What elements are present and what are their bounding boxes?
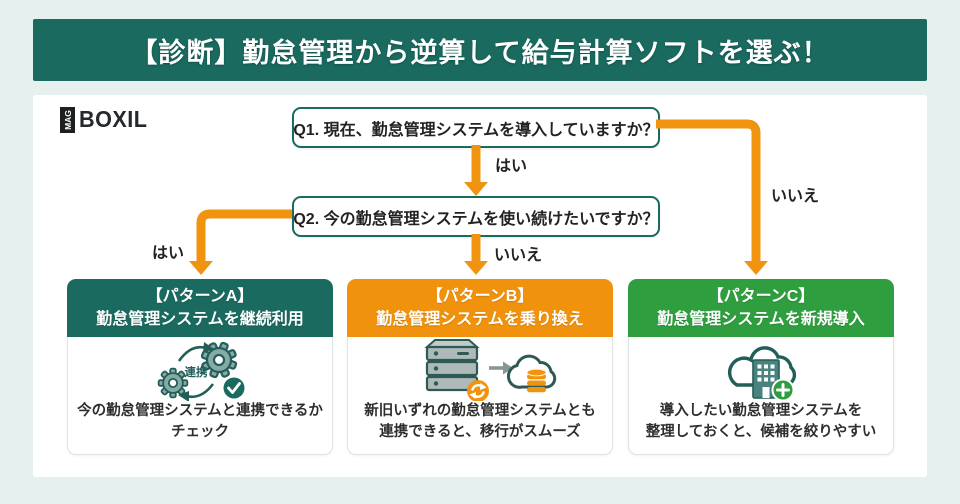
title-banner: 【診断】勤怠管理から逆算して給与計算ソフトを選ぶ！: [33, 19, 927, 81]
label-q2-no: いいえ: [494, 247, 543, 264]
pattern-a-card: 【パターンA】 勤怠管理システムを継続利用: [67, 279, 333, 455]
pattern-c-header: 【パターンC】 勤怠管理システムを新規導入: [628, 279, 894, 337]
pattern-c-card: 【パターンC】 勤怠管理システムを新規導入: [628, 279, 894, 455]
pattern-b-header: 【パターンB】 勤怠管理システムを乗り換え: [347, 279, 613, 337]
label-q1-yes: はい: [495, 158, 528, 175]
page-title: 【診断】勤怠管理から逆算して給与計算ソフトを選ぶ！: [130, 37, 830, 68]
mag-logo-icon: MAG: [60, 106, 75, 133]
server-to-cloud-icon: [401, 333, 559, 401]
pattern-a-subtitle: 勤怠管理システムを継続利用: [96, 310, 304, 328]
question-q1-text: Q1. 現在、勤怠管理システムを導入していますか？: [293, 121, 659, 139]
pattern-c-description: 導入したい勤怠管理システムを 整理しておくと、候補を絞りやすい: [645, 402, 877, 441]
question-box-q1: Q1. 現在、勤怠管理システムを導入していますか？: [292, 107, 660, 148]
label-q1-no: いいえ: [771, 188, 820, 205]
question-box-q2: Q2. 今の勤怠管理システムを使い続けたいですか？: [292, 196, 660, 237]
pattern-b-card: 【パターンB】 勤怠管理システムを乗り換え: [347, 279, 613, 455]
gears-link-label: 連携: [185, 365, 208, 379]
pattern-b-description: 新旧いずれの勤怠管理システムとも 連携できると、移行がスムーズ: [364, 402, 596, 441]
pattern-b-body: 新旧いずれの勤怠管理システムとも 連携できると、移行がスムーズ: [347, 337, 613, 455]
pattern-b-title: 【パターンB】: [426, 287, 534, 305]
pattern-a-body: 連携 今の勤怠管理システムと連携できるか チェック: [67, 337, 333, 455]
pattern-a-description: 今の勤怠管理システムと連携できるか チェック: [77, 402, 323, 441]
label-q2-yes: はい: [152, 245, 185, 262]
pattern-c-subtitle: 勤怠管理システムを新規導入: [657, 310, 865, 328]
svg-text:MAG: MAG: [63, 109, 73, 129]
pattern-c-body: 導入したい勤怠管理システムを 整理しておくと、候補を絞りやすい: [628, 337, 894, 455]
pattern-a-title: 【パターンA】: [146, 287, 254, 305]
cloud-building-plus-icon: [705, 331, 817, 401]
gears-sync-check-icon: 連携: [135, 335, 265, 401]
boxil-logo: MAG BOXIL: [60, 106, 152, 133]
pattern-a-header: 【パターンA】 勤怠管理システムを継続利用: [67, 279, 333, 337]
logo-text: BOXIL: [79, 106, 148, 132]
question-q2-text: Q2. 今の勤怠管理システムを使い続けたいですか？: [293, 210, 659, 228]
pattern-c-title: 【パターンC】: [707, 287, 815, 305]
pattern-b-subtitle: 勤怠管理システムを乗り換え: [376, 310, 584, 328]
